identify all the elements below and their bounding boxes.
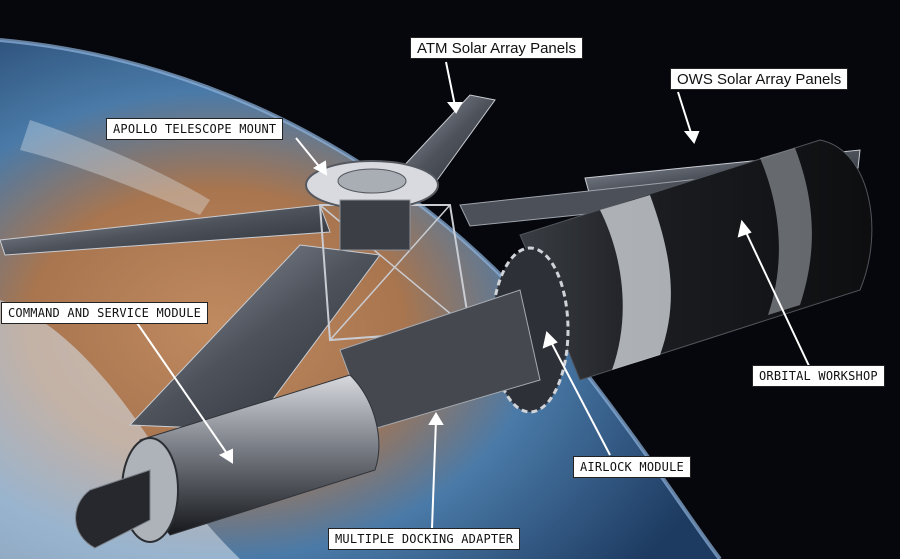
- earth-limb-glow: [0, 38, 722, 559]
- label-apollo-telescope-mount: APOLLO TELESCOPE MOUNT: [106, 118, 284, 140]
- ows-band-2: [760, 148, 812, 315]
- label-command-and-service-module: COMMAND AND SERVICE MODULE: [1, 302, 209, 324]
- label-orbital-workshop: ORBITAL WORKSHOP: [752, 365, 885, 387]
- csm-nozzle: [75, 469, 151, 549]
- arrow-csm: [134, 319, 229, 456]
- label-atm-solar-array-panels: ATM Solar Array Panels: [410, 37, 583, 59]
- label-airlock-module: AIRLOCK MODULE: [573, 456, 691, 478]
- label-ows-solar-array-panels: OWS Solar Array Panels: [670, 68, 849, 90]
- earth-clouds-2: [20, 120, 210, 215]
- atm-array-left: [0, 204, 331, 256]
- arrow-apollo-telescope: [295, 137, 323, 171]
- callout-arrows: [134, 61, 811, 529]
- arrow-docking-adapter: [431, 419, 437, 529]
- arrow-airlock: [549, 339, 611, 456]
- ows-band: [600, 195, 671, 370]
- arrow-orbital-workshop: [743, 227, 811, 369]
- arrow-ows-solar: [677, 91, 693, 137]
- label-multiple-docking-adapter: MULTIPLE DOCKING ADAPTER: [328, 528, 521, 550]
- arrow-atm-solar: [445, 61, 456, 107]
